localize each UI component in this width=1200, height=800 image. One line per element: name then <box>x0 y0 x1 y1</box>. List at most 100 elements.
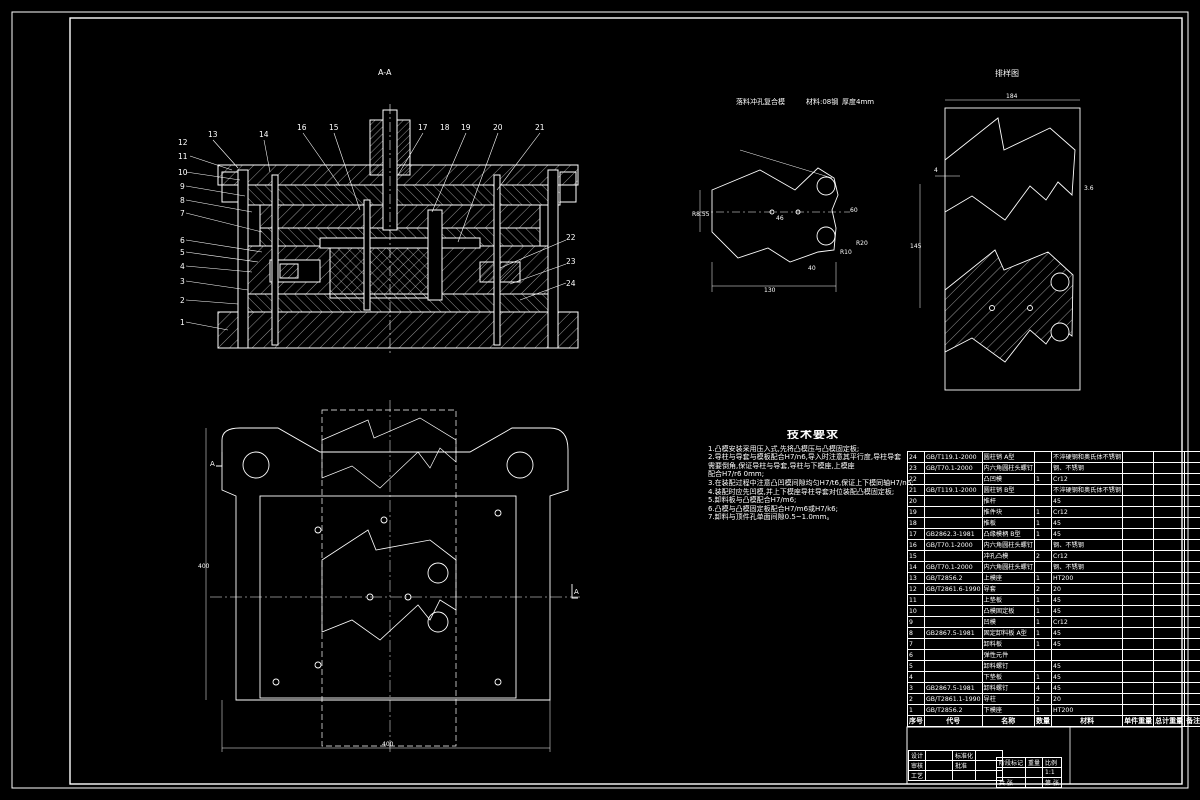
bom-cell: 45 <box>1051 682 1124 694</box>
bom-cell: 45 <box>1051 627 1124 639</box>
part-title-main: 落料冲孔复合模 <box>736 97 785 106</box>
bom-cell: 17 <box>907 528 925 540</box>
bom-cell <box>1153 660 1186 672</box>
bom-cell: 12 <box>907 583 925 595</box>
bom-cell <box>1153 495 1186 507</box>
bom-cell <box>1184 495 1200 507</box>
bom-cell <box>1184 660 1200 672</box>
bom-cell <box>1034 561 1053 573</box>
dim-layout-step: 3.6 <box>1084 185 1094 192</box>
bom-cell: 固定卸料板 A型 <box>981 627 1036 639</box>
bom-cell <box>1153 682 1186 694</box>
callout-21: 21 <box>535 123 545 132</box>
plan-view <box>205 400 580 752</box>
callout-6: 6 <box>180 236 185 245</box>
bom-cell: 11 <box>907 594 925 606</box>
title-process: 工艺 <box>907 770 927 781</box>
bom-header-cell: 代号 <box>924 715 983 727</box>
bom-cell <box>1184 704 1200 716</box>
bom-cell: 1 <box>1034 594 1053 606</box>
bom-cell <box>1184 550 1200 562</box>
bom-cell <box>1122 539 1155 551</box>
bom-cell: GB/T119.1-2000 <box>924 451 983 463</box>
bom-cell <box>924 649 983 661</box>
bom-cell: 45 <box>1051 671 1124 683</box>
bom-cell: HT200 <box>1051 572 1124 584</box>
bom-header-cell: 备注 <box>1184 715 1200 727</box>
title-approve: 批准 <box>952 760 977 771</box>
bom-cell: 8 <box>907 627 925 639</box>
bom-cell <box>1184 616 1200 628</box>
bom-cell: 推杆 <box>981 495 1036 507</box>
bom-cell <box>1184 594 1200 606</box>
bom-cell <box>1153 583 1186 595</box>
inner-frame <box>69 17 1183 785</box>
callout-7: 7 <box>180 209 185 218</box>
bom-cell: 不淬硬钢和奥氏体不锈钢 <box>1051 451 1124 463</box>
bom-cell: 15 <box>907 550 925 562</box>
callout-13: 13 <box>208 130 218 139</box>
bom-cell: 13 <box>907 572 925 584</box>
title-sheet-no: 第 张 <box>1042 777 1062 788</box>
bom-cell <box>1122 594 1155 606</box>
bom-cell: 1 <box>1034 506 1053 518</box>
bom-cell: 钢、不锈钢 <box>1051 462 1124 474</box>
bom-cell: 14 <box>907 561 925 573</box>
bom-cell: 24 <box>907 451 925 463</box>
bom-cell <box>1184 649 1200 661</box>
bom-cell: 23 <box>907 462 925 474</box>
bom-cell: 20 <box>1051 693 1124 705</box>
bom-cell: 卸料螺钉 <box>981 660 1036 672</box>
title-standard: 标准化 <box>952 750 977 761</box>
bom-cell <box>1122 583 1155 595</box>
bom-cell <box>924 550 983 562</box>
bom-cell: 45 <box>1051 638 1124 650</box>
bom-cell: HT200 <box>1051 704 1124 716</box>
note-line: 2.导柱与导套与模板配合H7/n6,导入时注意其平行度,导柱导套 <box>708 453 902 462</box>
bom-cell: GB/T119.1-2000 <box>924 484 983 496</box>
bom-cell <box>1153 594 1186 606</box>
note-line: 5.卸料板与凸模配合H7/m6; <box>708 496 797 505</box>
callout-11: 11 <box>178 152 188 161</box>
bom-cell <box>1122 484 1155 496</box>
bom-cell: Cr12 <box>1051 506 1124 518</box>
bom-cell <box>1184 451 1200 463</box>
dim-radius-2: R20 <box>856 240 868 247</box>
bom-cell: 2 <box>1034 583 1053 595</box>
bom-cell <box>1034 539 1053 551</box>
callout-24: 24 <box>566 279 576 288</box>
dim-plan-width: 400 <box>382 741 394 748</box>
bom-cell: 1 <box>1034 517 1053 529</box>
bom-cell: 45 <box>1051 528 1124 540</box>
bom-cell: 22 <box>907 473 925 485</box>
bom-cell: 45 <box>1051 605 1124 617</box>
bom-cell <box>924 638 983 650</box>
bom-cell: 不淬硬钢和奥氏体不锈钢 <box>1051 484 1124 496</box>
callout-1: 1 <box>180 318 185 327</box>
bom-cell: GB/T2856.2 <box>924 572 983 584</box>
bom-cell: 1 <box>1034 528 1053 540</box>
callout-23: 23 <box>566 257 576 266</box>
bom-cell <box>1122 506 1155 518</box>
bom-cell: GB/T70.1-2000 <box>924 561 983 573</box>
callout-labels: 1 2 3 4 5 6 7 8 9 10 11 12 13 14 15 16 1… <box>178 123 576 327</box>
callout-4: 4 <box>180 262 185 271</box>
part-title-thickness: 厚度4mm <box>842 97 874 106</box>
bom-cell <box>1122 671 1155 683</box>
bom-cell: Cr12 <box>1051 473 1124 485</box>
bom-cell <box>1122 451 1155 463</box>
bom-cell <box>1184 539 1200 551</box>
bom-cell <box>1184 627 1200 639</box>
bom-cell: 1 <box>1034 627 1053 639</box>
section-marker-left: A <box>210 460 215 468</box>
bom-cell <box>1034 451 1053 463</box>
bom-cell: 圆柱销 B型 <box>981 484 1036 496</box>
